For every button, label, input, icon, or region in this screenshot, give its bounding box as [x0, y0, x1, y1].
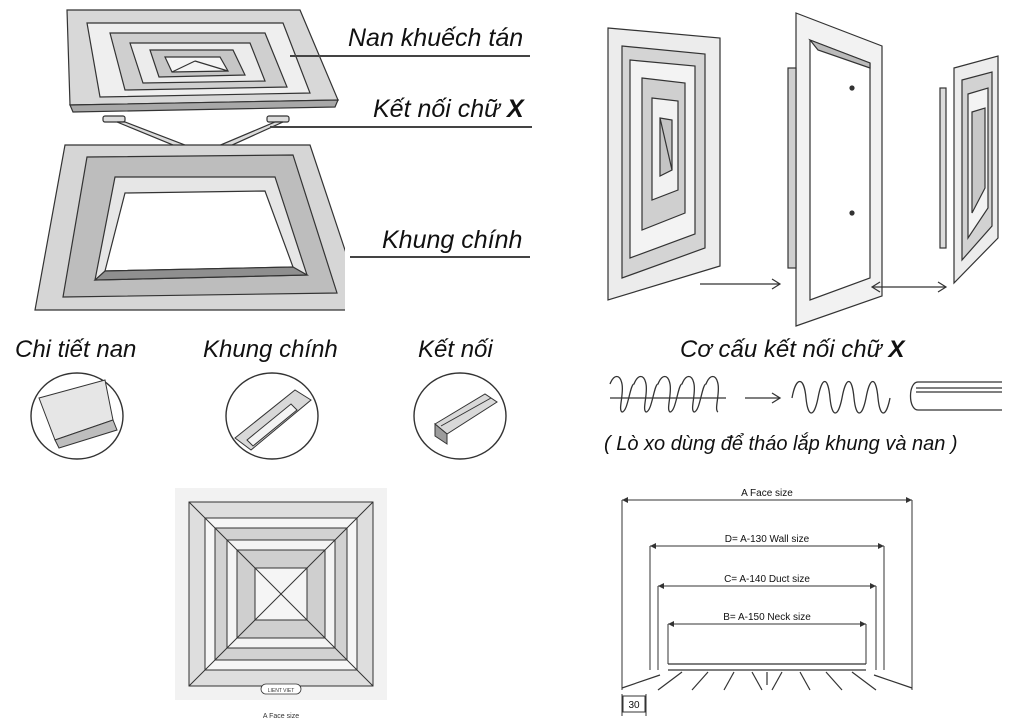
mechanism-note: ( Lò xo dùng để tháo lắp khung và nan ) [604, 433, 958, 455]
dim-neck-size: B= A-150 Neck size [723, 612, 811, 623]
exploded-diffuser-drawing [34, 9, 345, 311]
label-x-connector: Kết nối chữ X [373, 95, 524, 124]
detail-circles [30, 372, 507, 460]
extended-spring [791, 380, 891, 414]
spring-arrow [745, 392, 782, 404]
offset-dimension [621, 694, 647, 716]
label-x-connector-x: X [506, 95, 524, 123]
main-frame-part [34, 144, 345, 311]
dimension-drawing: A Face size D= A-130 Wall size C= A-140 … [621, 488, 913, 716]
dim-offset-30: 30 [628, 700, 640, 711]
dim-duct-size: C= A-140 Duct size [724, 574, 810, 585]
detail-title-blade: Chi tiết nan [15, 336, 137, 363]
mechanism-title-text: Cơ cấu kết nối chữ [680, 336, 889, 363]
detail-title-frame: Khung chính [203, 336, 338, 363]
assembly-arrows [700, 278, 948, 293]
label-x-connector-text: Kết nối chữ [373, 95, 507, 123]
diffuser-small-view [939, 55, 999, 285]
diffuser-front-view: LIENT VIET A Face size [175, 488, 387, 720]
brand-logo-text: LIENT VIET [268, 688, 295, 694]
diffuser-blades-part [66, 9, 339, 113]
brand-logo [260, 683, 302, 695]
side-assembly-drawing [607, 12, 999, 327]
mechanism-title-x: X [888, 336, 905, 363]
dim-face-size: A Face size [741, 488, 793, 499]
label-main-frame: Khung chính [382, 226, 523, 254]
dim-wall-size: D= A-130 Wall size [725, 534, 810, 545]
compressed-spring [609, 375, 726, 413]
mechanism-title: Cơ cấu kết nối chữ X [680, 336, 905, 364]
diffuser-face-view [607, 27, 721, 301]
blade-detail-circle [30, 372, 124, 460]
connector-clip [909, 381, 1002, 411]
front-view-caption: A Face size [263, 713, 299, 720]
leader-line-x-connector [270, 126, 532, 128]
label-diffuser-blades: Nan khuếch tán [348, 24, 524, 52]
frame-detail-circle [225, 372, 319, 460]
detail-title-connector: Kết nối [418, 336, 493, 363]
spring-mechanism-drawing [609, 375, 1002, 414]
leader-line-blades [290, 55, 530, 57]
leader-line-main-frame [350, 256, 530, 258]
diffuser-cross-section [621, 663, 913, 691]
connector-detail-circle [413, 372, 507, 460]
frame-side-view [787, 12, 883, 327]
